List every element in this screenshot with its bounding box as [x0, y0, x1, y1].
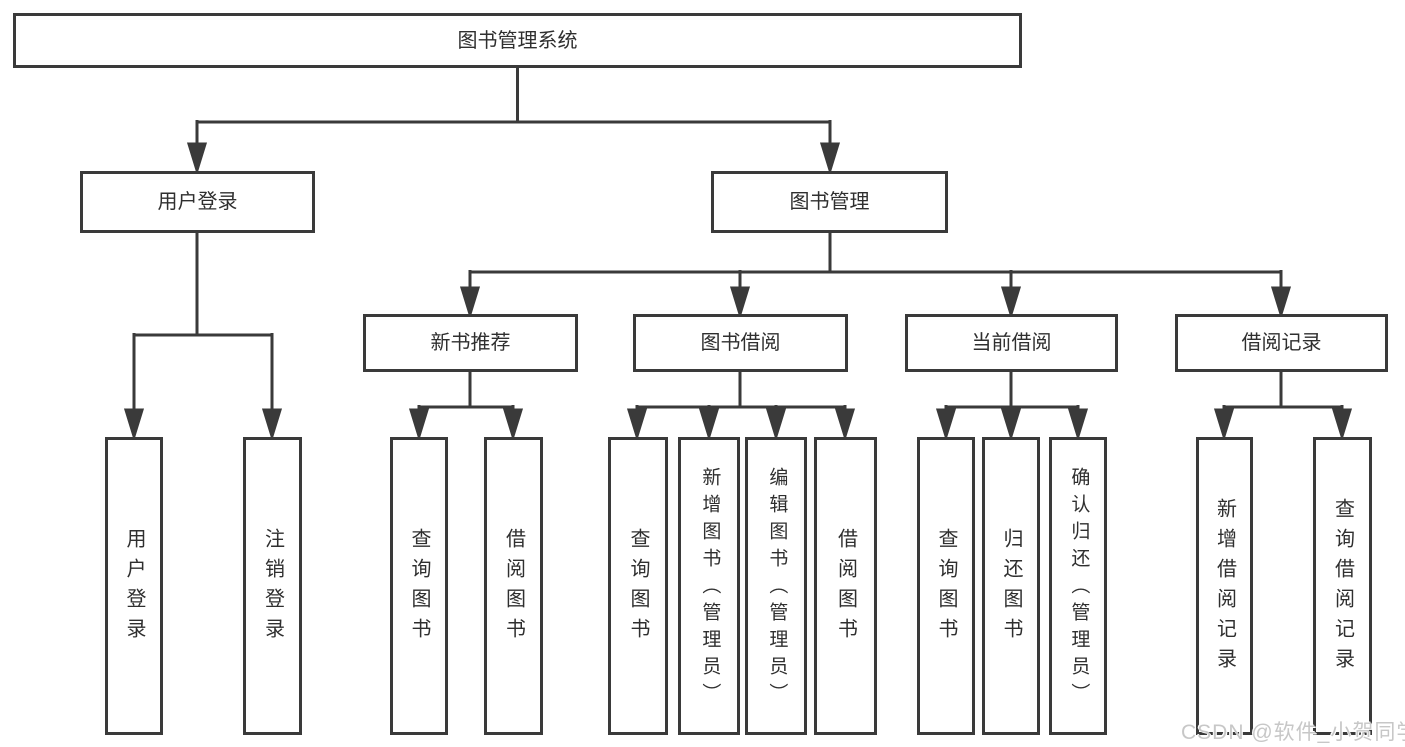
node-user-login: 用户登录	[80, 171, 315, 233]
leaf-current-confirm-return: 确认归还（管理员）	[1049, 437, 1107, 735]
csdn-watermark: CSDN @软件_小贺同学	[1181, 721, 1405, 744]
connector-current-to-leaves	[935, 372, 1089, 442]
node-borrowing-records: 借阅记录	[1175, 314, 1388, 372]
connector-recommend-to-leaves	[408, 372, 524, 442]
leaf-logout: 注销登录	[243, 437, 302, 735]
leaf-current-return-books: 归还图书	[982, 437, 1040, 735]
leaf-borrowing-add-books: 新增图书（管理员）	[678, 437, 740, 735]
connector-borrowing-to-leaves	[626, 372, 856, 442]
connector-records-to-leaves	[1213, 372, 1353, 442]
leaf-records-query-record: 查询借阅记录	[1313, 437, 1372, 735]
node-book-management: 图书管理	[711, 171, 948, 233]
node-book-borrowing: 图书借阅	[633, 314, 848, 372]
leaf-recommend-borrow-books: 借阅图书	[484, 437, 543, 735]
connector-root-to-level2	[186, 68, 841, 176]
leaf-borrowing-query-books: 查询图书	[608, 437, 668, 735]
connector-book-management-to-level3	[459, 233, 1292, 320]
leaf-borrowing-borrow-books: 借阅图书	[814, 437, 877, 735]
node-root: 图书管理系统	[13, 13, 1022, 68]
leaf-current-query-books: 查询图书	[917, 437, 975, 735]
leaf-borrowing-edit-books: 编辑图书（管理员）	[745, 437, 807, 735]
node-new-book-recommend: 新书推荐	[363, 314, 578, 372]
leaf-user-login: 用户登录	[105, 437, 163, 735]
leaf-records-add-record: 新增借阅记录	[1196, 437, 1253, 735]
connector-user-login-to-leaves	[123, 233, 283, 442]
leaf-recommend-query-books: 查询图书	[390, 437, 448, 735]
node-current-borrowing: 当前借阅	[905, 314, 1118, 372]
